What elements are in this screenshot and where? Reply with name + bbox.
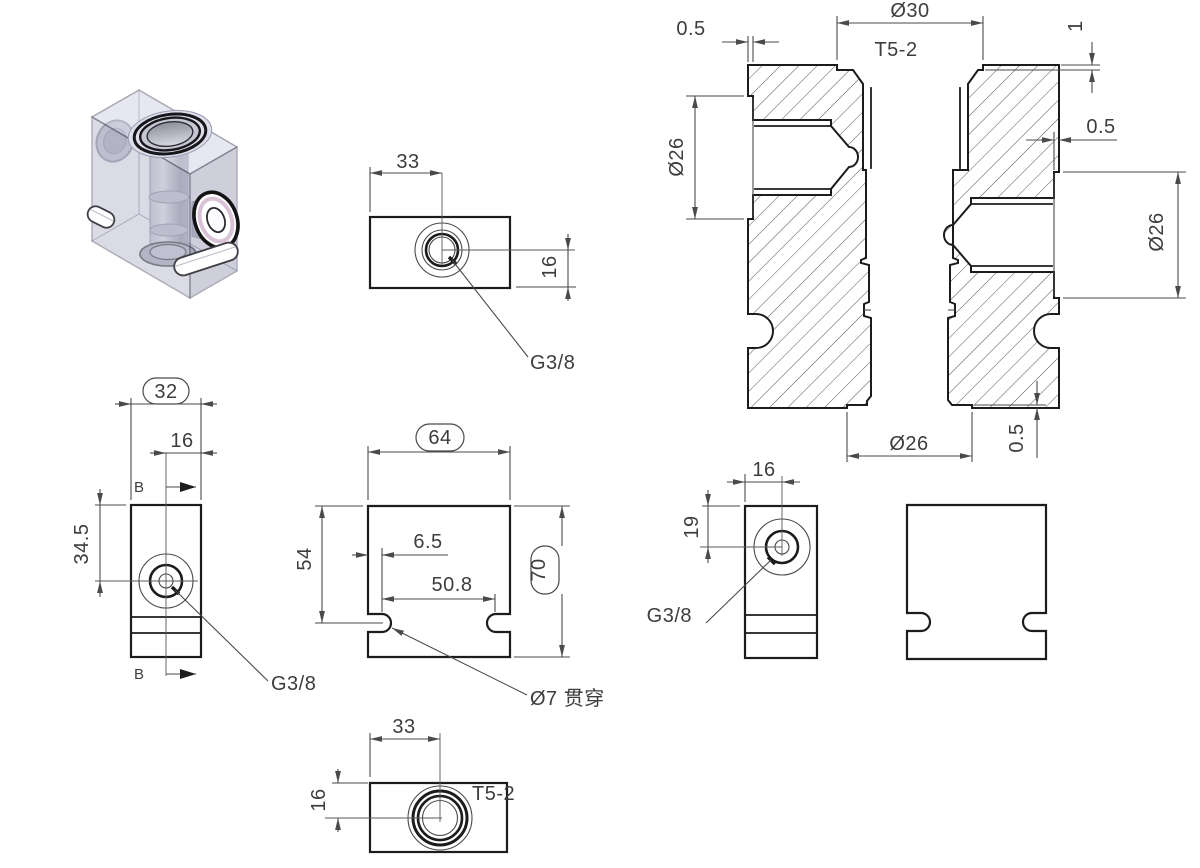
dim-front-view-slot-span: 50.8 <box>382 574 496 612</box>
dim-text: 64 <box>428 427 451 449</box>
section-letter: B <box>134 666 144 683</box>
dim-text: Ø30 <box>890 0 929 22</box>
front-view: 64 70 54 6.5 50.8 <box>294 423 605 710</box>
dim-text: 32 <box>154 381 177 403</box>
dim-front-view-depth: 54 <box>294 505 383 624</box>
dim-side-view-width: 32 <box>115 377 217 500</box>
slot-note: Ø7 贯穿 <box>530 687 605 710</box>
front-view-outline <box>366 504 512 659</box>
section-marker-bottom: B <box>134 666 196 683</box>
balloon <box>530 545 560 595</box>
dim-text: Ø26 <box>1146 212 1168 251</box>
bottom-view: T5-2 33 16 <box>308 716 515 854</box>
dim-text: 50.8 <box>432 574 473 596</box>
plain-side-view <box>905 503 1048 661</box>
port-view-outline <box>743 504 819 660</box>
dim-text: 0.5 <box>1086 116 1115 138</box>
bottom-view-outline <box>368 781 509 854</box>
dim-side-view-port-height: 34.5 <box>71 489 126 597</box>
iso-right-bore <box>192 190 240 250</box>
dim-text: 16 <box>308 788 330 811</box>
section-marker-top: B <box>134 479 196 496</box>
thread-label: T5-2 <box>874 39 917 61</box>
dim-bottom-view-offset: 16 <box>308 769 368 832</box>
dim-front-view-slot-offset: 6.5 <box>352 531 448 612</box>
dim-text: 70 <box>528 558 550 581</box>
dim-top-view-offset: 16 <box>516 234 576 301</box>
iso-left-slot <box>86 205 116 229</box>
dim-text: 1 <box>1065 20 1087 32</box>
dim-text: 16 <box>752 459 775 481</box>
dim-section-top-bore: Ø30 <box>836 0 984 60</box>
dim-port-view-depth: 19 <box>681 490 740 563</box>
top-view-outline <box>368 215 512 290</box>
dim-section-left-port: Ø26 <box>666 95 744 220</box>
port-view: 16 19 G3/8 <box>647 459 819 660</box>
dim-text: 33 <box>396 151 419 173</box>
dim-text: 6.5 <box>413 531 442 553</box>
top-view: 33 16 G3/8 <box>368 151 576 374</box>
dim-front-view-height: 70 <box>514 505 570 658</box>
section-letter: B <box>134 479 144 496</box>
dim-section-top-step: 1 <box>985 20 1100 93</box>
dim-text: 33 <box>392 716 415 738</box>
dim-text: 16 <box>539 255 561 278</box>
dim-text: 34.5 <box>71 524 93 565</box>
thread-label: T5-2 <box>472 783 515 805</box>
dim-section-spotface-bottom: 0.5 <box>974 381 1046 458</box>
plain-side-view-outline <box>905 503 1048 661</box>
section-view: 0.5 Ø30 T5-2 1 Ø26 0.5 <box>666 0 1186 462</box>
iso-right-slot <box>173 241 239 277</box>
dim-text: 19 <box>681 515 703 538</box>
dim-text: 54 <box>294 547 316 570</box>
section-right-half <box>943 64 1060 409</box>
thread-label: G3/8 <box>647 605 692 627</box>
leader-port-view-thread: G3/8 <box>647 555 777 627</box>
iso-top-bore <box>127 109 213 159</box>
dim-port-view-offset: 16 <box>727 459 800 502</box>
side-view: 32 16 34.5 B B <box>71 377 316 695</box>
iso-view <box>86 89 240 300</box>
leader-side-view-thread: G3/8 <box>170 585 316 695</box>
dim-section-spotface-right: 0.5 <box>1026 116 1117 170</box>
thread-label: G3/8 <box>530 352 575 374</box>
section-left-half <box>747 64 872 409</box>
dim-section-bottom-port: Ø26 <box>846 412 973 462</box>
dim-text: 0.5 <box>676 18 705 40</box>
dim-section-spotface-left: 0.5 <box>676 18 779 62</box>
dim-side-view-offset: 16 <box>150 430 217 456</box>
leader-front-view-slot-note: Ø7 贯穿 <box>391 627 605 710</box>
dim-text: Ø26 <box>666 137 688 176</box>
dim-front-view-width: 64 <box>367 423 511 500</box>
thread-label: G3/8 <box>271 673 316 695</box>
leader-top-view-thread: G3/8 <box>447 255 575 374</box>
dim-text: 0.5 <box>1006 423 1028 452</box>
dim-text: Ø26 <box>889 433 928 455</box>
dim-bottom-view-width: 33 <box>369 716 440 777</box>
dim-top-view-width: 33 <box>369 151 442 212</box>
dim-section-right-port: Ø26 <box>1063 171 1186 299</box>
dim-text: 16 <box>170 430 193 452</box>
